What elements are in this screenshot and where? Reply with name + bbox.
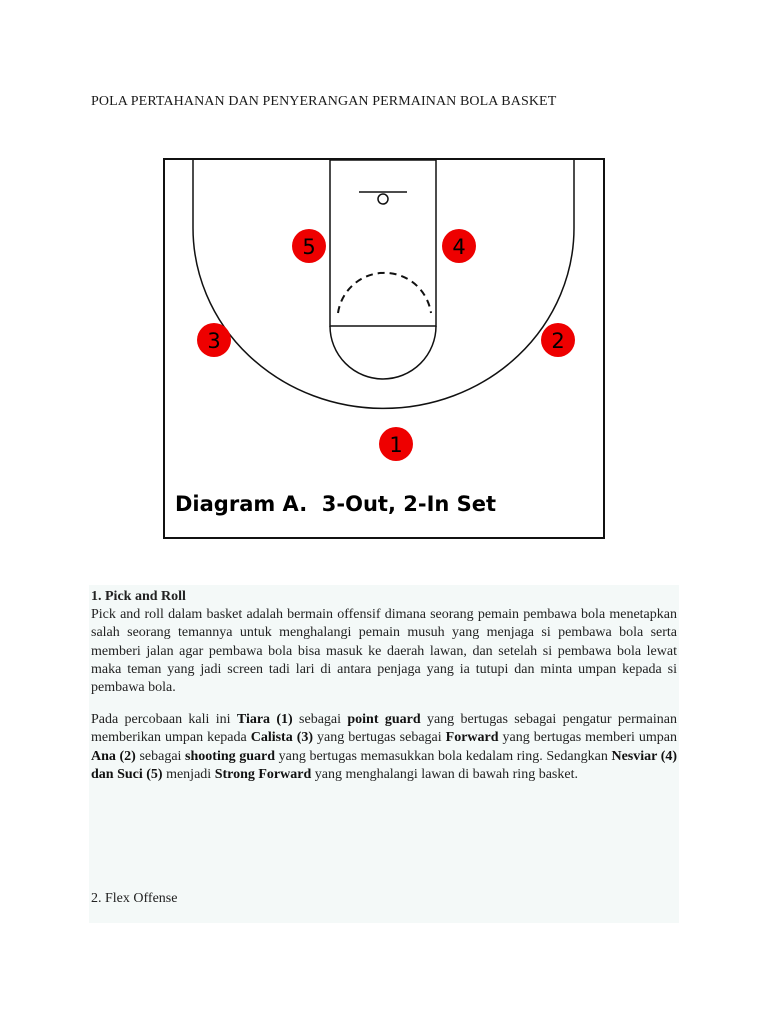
player-1: 1 [379, 427, 413, 461]
text-run: yang bertugas sebagai [313, 730, 446, 746]
section-heading: 1. Pick and Roll [91, 589, 186, 604]
bold-run: point guard [347, 712, 421, 728]
diagram-caption: Diagram A. 3-Out, 2-In Set [175, 492, 496, 516]
bold-run: Calista (3) [250, 730, 314, 746]
text-run: sebagai [135, 748, 186, 764]
bold-run: Nesviar (4) dan Suci (5) [91, 748, 678, 782]
paragraph-1: Pick and roll dalam basket adalah bermai… [91, 607, 677, 696]
player-3-label: 3 [207, 329, 220, 353]
text-run: yang bertugas memasukkan bola kedalam ri… [275, 748, 612, 764]
bold-run: Forward [445, 730, 499, 746]
section-flex-offense: 2. Flex Offense [91, 891, 178, 906]
section-pick-and-roll: 1. Pick and Roll Pick and roll dalam bas… [91, 588, 677, 784]
text-run: yang menghalangi lawan di bawah ring bas… [311, 766, 578, 782]
player-1-label: 1 [389, 433, 402, 457]
bold-run: Strong Forward [214, 766, 312, 782]
bold-run: Tiara (1) [236, 712, 293, 728]
player-5: 5 [292, 229, 326, 263]
text-run: Pada percobaan kali ini [91, 712, 237, 728]
basketball-court-diagram: 1 2 3 4 5 Diagram A. 3-Out, 2-In Set [163, 158, 605, 539]
text-block: 1. Pick and Roll Pick and roll dalam bas… [89, 585, 679, 923]
three-point-line [192, 160, 575, 410]
court-svg: 1 2 3 4 5 Diagram A. 3-Out, 2-In Set [163, 158, 605, 539]
court-border [163, 158, 605, 539]
free-throw-circle [329, 325, 437, 380]
player-4: 4 [442, 229, 476, 263]
player-2-label: 2 [551, 329, 564, 353]
paint-lane [329, 159, 437, 327]
restricted-arc [337, 271, 432, 314]
text-run: yang bertugas sebagai pengatur permainan… [91, 712, 677, 746]
player-3: 3 [197, 323, 231, 357]
text-run: sebagai [292, 712, 348, 728]
bold-run: shooting guard [185, 748, 276, 764]
player-4-label: 4 [452, 235, 465, 259]
text-run: yang bertugas memberi umpan [498, 730, 678, 746]
player-2: 2 [541, 323, 575, 357]
document-title: POLA PERTAHANAN DAN PENYERANGAN PERMAINA… [91, 94, 557, 109]
paragraph-2: Pada percobaan kali ini Tiara (1) sebaga… [91, 711, 677, 784]
player-5-label: 5 [302, 235, 315, 259]
bold-run: Ana (2) [91, 748, 136, 764]
hoop [377, 193, 389, 205]
text-run: menjadi [162, 766, 215, 782]
